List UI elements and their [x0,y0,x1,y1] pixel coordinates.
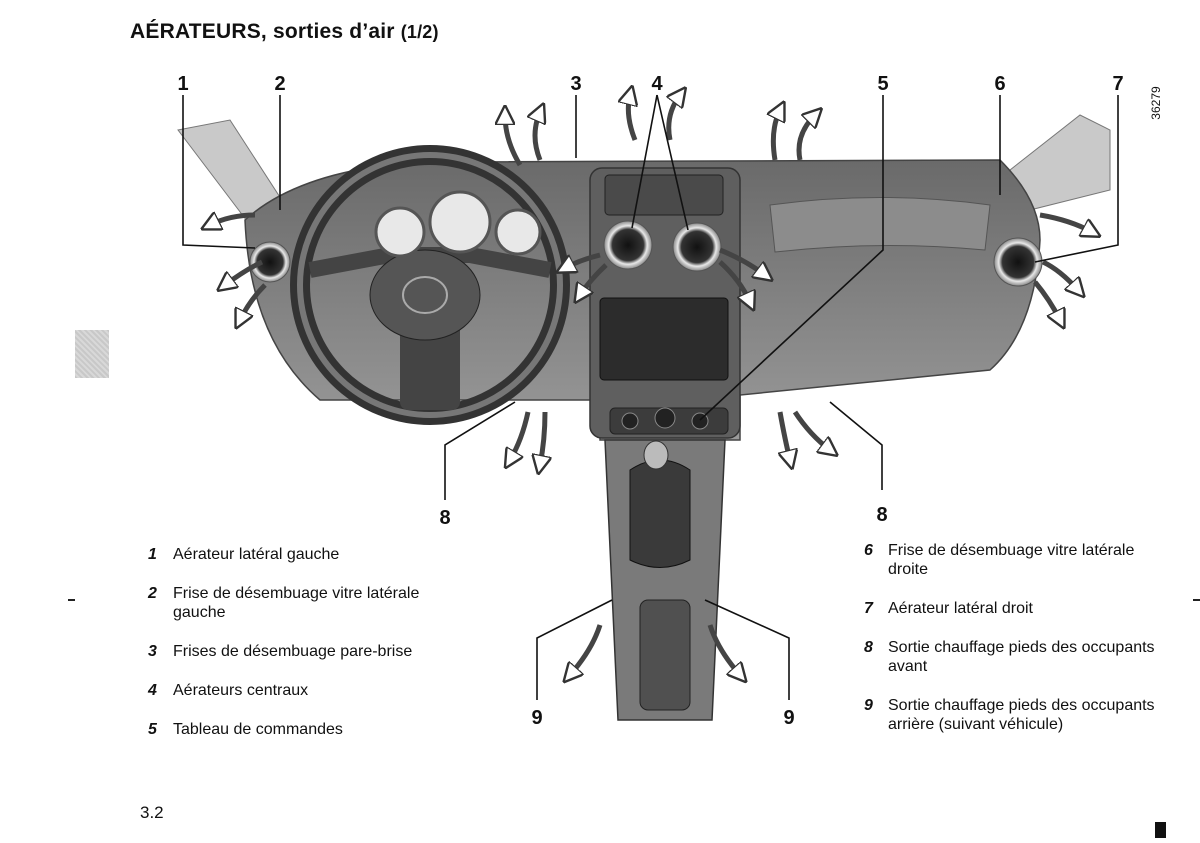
legend-item: 5 Tableau de commandes [148,720,468,739]
radio-screen [599,297,729,381]
legend-number: 6 [864,542,873,559]
center-console [604,439,726,721]
steering-wheel [290,145,570,425]
vent-center-left [603,220,653,270]
callout-9-right: 9 [783,707,794,729]
legend-text: Frise de désembuage vitre latérale droit… [888,542,1135,578]
end-marker [1155,822,1166,838]
margin-tick-left [68,599,75,601]
page-title: AÉRATEURS, sorties d’air (1/2) [130,20,439,44]
callout-8-right: 8 [876,504,887,526]
page-number: 3.2 [140,803,164,822]
legend-text: Sortie chauffage pieds des occupants ava… [888,639,1155,675]
legend-number: 8 [864,639,873,656]
legend-item: 2 Frise de désembuage vitre latérale gauc… [148,584,468,622]
legend-item: 6 Frise de désembuage vitre latérale droi… [864,541,1174,579]
legend-number: 9 [864,697,873,714]
legend-number: 7 [864,600,873,617]
legend-text: Sortie chauffage pieds des occupants arr… [888,697,1155,733]
title-main: AÉRATEURS, sorties d’air [130,20,395,43]
vent-center-right [672,222,722,272]
callout-4: 4 [651,73,663,95]
chapter-tab [75,330,109,378]
legend-text: Tableau de commandes [173,721,343,738]
legend-item: 7 Aérateur latéral droit [864,599,1174,618]
legend-text: Aérateur latéral droit [888,600,1033,617]
legend-text: Frise de désembuage vitre latérale gauch… [173,585,420,621]
leader-lines [182,94,1119,700]
center-stack [589,167,741,439]
airflow-arrows [210,95,1092,675]
gear-knob [643,440,669,470]
legend-item: 1 Aérateur latéral gauche [148,545,468,564]
legend-item: 4 Aérateurs centraux [148,681,468,700]
callout-9-left: 9 [531,707,542,729]
legend-item: 9 Sortie chauffage pieds des occupants ar… [864,696,1174,734]
margin-tick-right [1193,599,1200,601]
callout-7: 7 [1112,73,1123,95]
callout-5: 5 [877,73,888,95]
legend-text: Aérateurs centraux [173,682,309,699]
legend-text: Frises de désembuage pare-brise [173,643,413,660]
instrument-gauges [374,190,542,258]
callout-2: 2 [274,73,285,95]
legend-left: 1 Aérateur latéral gauche 2 Frise de désem… [148,545,468,759]
callout-8-left: 8 [439,507,450,529]
callout-1: 1 [177,73,188,95]
title-part: (1/2) [400,22,439,42]
glovebox-panel [769,197,991,253]
callout-3: 3 [570,73,581,95]
legend-item: 3 Frises de désembuage pare-brise [148,642,468,661]
legend-number: 3 [148,643,157,660]
callout-6: 6 [994,73,1005,95]
legend-item: 8 Sortie chauffage pieds des occupants av… [864,638,1174,676]
legend-right: 6 Frise de désembuage vitre latérale droi… [864,541,1174,754]
legend-number: 1 [148,546,157,563]
legend-number: 2 [148,585,157,602]
vent-left [249,241,291,283]
vent-right [993,237,1043,287]
legend-number: 4 [148,682,157,699]
legend-text: Aérateur latéral gauche [173,546,340,563]
legend-number: 5 [148,721,157,738]
